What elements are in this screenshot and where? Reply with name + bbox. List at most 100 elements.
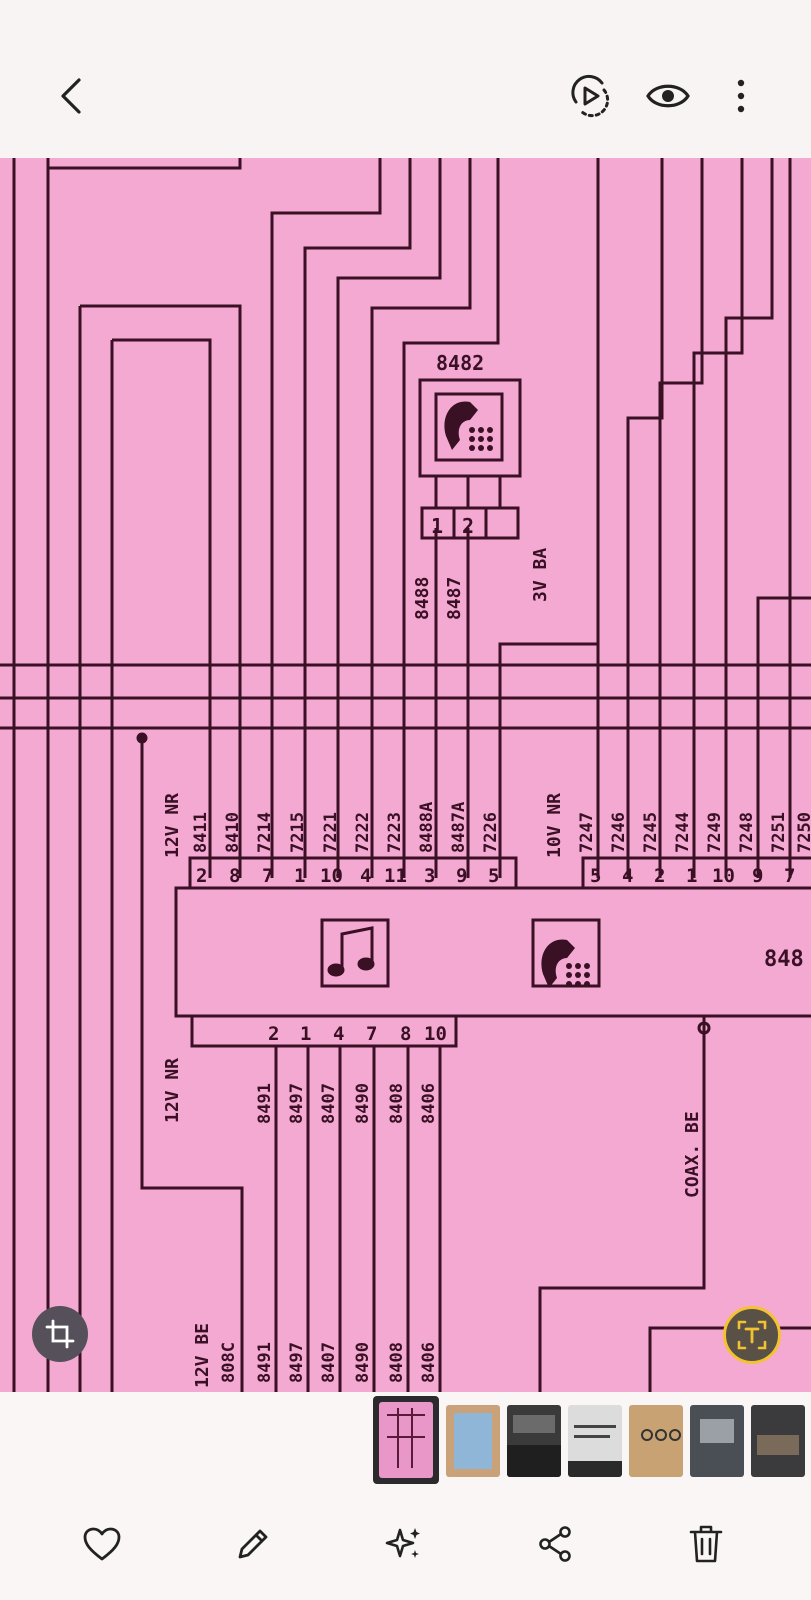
edit-button[interactable] xyxy=(225,1516,281,1572)
pin-label: 1 xyxy=(686,865,697,887)
pin-label: 2 xyxy=(268,1023,279,1045)
text-extract-icon xyxy=(737,1320,767,1350)
more-options-button[interactable] xyxy=(713,68,769,124)
pin-label: 5 xyxy=(488,865,499,887)
trash-icon xyxy=(689,1525,723,1563)
wiring-diagram: 8482 1 2 8488 8487 3V BA 12V NR 10V NR 8… xyxy=(0,158,811,1392)
note-label: 3V BA xyxy=(530,548,551,602)
lower-wire-labels: 8491 8497 8407 8490 8408 8406 xyxy=(255,1342,439,1383)
wire-label: 8406 xyxy=(419,1083,439,1124)
enhance-button[interactable] xyxy=(376,1516,432,1572)
back-button[interactable] xyxy=(44,68,100,124)
thumbnail-blue-document[interactable] xyxy=(446,1405,500,1477)
wire-label: 8491 xyxy=(255,1342,275,1383)
wire-label: 8487A xyxy=(449,802,469,853)
wire-label: 7249 xyxy=(705,812,725,853)
wire-label: 8490 xyxy=(353,1083,373,1124)
wire-label: 8497 xyxy=(287,1342,307,1383)
pin-label: 10 xyxy=(712,865,735,887)
eye-icon xyxy=(646,84,690,108)
wire-label: 8407 xyxy=(319,1083,339,1124)
left-wire-labels: 8411 8410 7214 7215 7221 7222 7223 8488A… xyxy=(191,802,501,853)
pin-label: 8 xyxy=(400,1023,411,1045)
wire-label: 8408 xyxy=(387,1083,407,1124)
wire-label: 8411 xyxy=(191,812,211,853)
pin-label: 1 xyxy=(300,1023,311,1045)
view-button[interactable] xyxy=(640,68,696,124)
wire-label: 8488A xyxy=(417,802,437,853)
pin-label: 8 xyxy=(229,865,240,887)
wire-label: 8410 xyxy=(223,812,243,853)
thumbnail-car-dashboard[interactable] xyxy=(690,1405,744,1477)
crop-button[interactable] xyxy=(32,1306,88,1362)
note-label: 12V BE xyxy=(192,1323,213,1388)
wire-label: 7250 xyxy=(795,812,811,853)
wire-label: 8491 xyxy=(255,1083,275,1124)
bottom-pin-labels: 2 1 4 7 8 10 xyxy=(268,1023,447,1045)
share-icon xyxy=(539,1526,571,1562)
pin-label: 5 xyxy=(590,865,601,887)
right-pin-labels: 5 4 2 1 10 9 7 xyxy=(590,865,795,887)
wire-label: 8487 xyxy=(444,577,465,620)
photo-viewer[interactable]: 8482 1 2 8488 8487 3V BA 12V NR 10V NR 8… xyxy=(0,158,811,1392)
pin-label: 9 xyxy=(456,865,467,887)
right-wire-labels: 7247 7246 7245 7244 7249 7248 7251 7250 xyxy=(577,812,811,853)
pin-label: 1 xyxy=(431,514,443,538)
wire-label: 8407 xyxy=(319,1342,339,1383)
wire-label: 7244 xyxy=(673,812,693,853)
sparkles-icon xyxy=(385,1528,420,1558)
pin-label: 7 xyxy=(366,1023,377,1045)
wire-label: 7245 xyxy=(641,812,661,853)
motion-photo-play-icon xyxy=(571,74,610,118)
pin-label: 9 xyxy=(752,865,763,887)
phone-icon xyxy=(444,401,493,451)
wire-label: 8488 xyxy=(412,577,433,620)
note-label: 12V NR xyxy=(162,1058,183,1123)
wire-label: 7251 xyxy=(769,812,789,853)
wire-label: 7215 xyxy=(288,812,308,853)
pin-label: 7 xyxy=(784,865,795,887)
pin-label: 4 xyxy=(622,865,633,887)
wire-label: 7214 xyxy=(255,812,275,853)
heart-icon xyxy=(83,1527,121,1561)
note-label: 10V NR xyxy=(544,793,565,858)
pin-label: 11 xyxy=(384,865,407,887)
bottom-wire-labels: 8491 8497 8407 8490 8408 8406 xyxy=(255,1083,439,1124)
thumbnail-screen-text[interactable] xyxy=(568,1405,622,1477)
motion-photo-button[interactable] xyxy=(562,68,618,124)
thumbnail-keys[interactable] xyxy=(629,1405,683,1477)
wire-label: 8408 xyxy=(387,1342,407,1383)
extract-text-button[interactable] xyxy=(723,1306,781,1364)
wire-label: 7247 xyxy=(577,812,597,853)
chevron-left-icon xyxy=(61,78,81,114)
delete-button[interactable] xyxy=(678,1516,734,1572)
pin-label: 10 xyxy=(320,865,343,887)
pin-label: 10 xyxy=(424,1023,447,1045)
wire-label: 8406 xyxy=(419,1342,439,1383)
note-label: 808C xyxy=(219,1342,239,1383)
left-pin-labels: 2 8 7 1 10 4 11 3 9 5 xyxy=(196,865,499,887)
thumbnail-car-interior[interactable] xyxy=(507,1405,561,1477)
wire-label: 7226 xyxy=(481,812,501,853)
phone-icon xyxy=(541,939,590,988)
pin-label: 3 xyxy=(424,865,435,887)
top-toolbar xyxy=(0,0,811,158)
pin-label: 2 xyxy=(462,514,474,538)
thumbnail-wiring-diagram-phone[interactable] xyxy=(373,1396,439,1484)
pencil-icon xyxy=(238,1529,268,1559)
favorite-button[interactable] xyxy=(74,1516,130,1572)
component-8482-label: 8482 xyxy=(436,351,484,375)
share-button[interactable] xyxy=(527,1516,583,1572)
pin-label: 4 xyxy=(360,865,371,887)
note-label: 12V NR xyxy=(162,793,183,858)
pin-label: 7 xyxy=(262,865,273,887)
wire-label: 8490 xyxy=(353,1342,373,1383)
wire-label: 7246 xyxy=(609,812,629,853)
pin-label: 2 xyxy=(654,865,665,887)
pin-label: 1 xyxy=(294,865,305,887)
more-vertical-icon xyxy=(737,79,745,113)
wire-label: 7223 xyxy=(385,812,405,853)
thumbnail-car-console[interactable] xyxy=(751,1405,805,1477)
wire-label: 7221 xyxy=(321,812,341,853)
wire-label: 7222 xyxy=(353,812,373,853)
